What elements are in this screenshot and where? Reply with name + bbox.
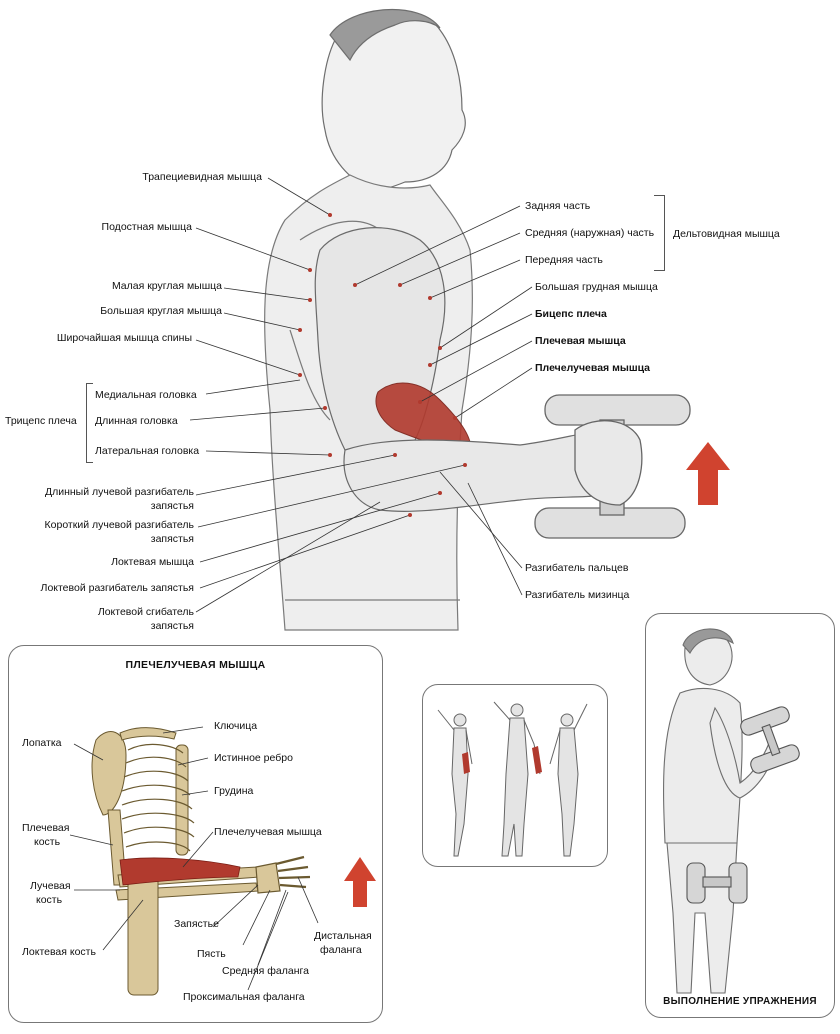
anatomy-label-brachioradialis: Плечелучевая мышца xyxy=(214,826,322,838)
anatomy-label-humerus-2: кость xyxy=(34,836,61,848)
anatomy-label-radius-1: Лучевая xyxy=(30,880,71,892)
anatomy-label-wrist: Запястье xyxy=(174,918,219,930)
anatomy-label-true-rib: Истинное ребро xyxy=(214,752,293,764)
anatomy-label-proximal-phalanx: Проксимальная фаланга xyxy=(183,991,305,1003)
skeleton-illustration xyxy=(69,726,376,996)
label-anconeus: Локтевая мышца xyxy=(111,556,194,568)
anatomy-label-clavicle: Ключица xyxy=(214,720,258,732)
label-teres-major: Большая круглая мышца xyxy=(100,305,222,317)
anatomy-label-radius-2: кость xyxy=(36,894,63,906)
label-deltoid-middle: Средняя (наружная) часть xyxy=(525,227,655,239)
label-deltoid-group: Дельтовидная мышца xyxy=(673,228,780,240)
dumbbell-sketch xyxy=(534,394,691,539)
label-ecrl-1: Длинный лучевой разгибатель xyxy=(44,486,194,498)
label-deltoid-posterior: Задняя часть xyxy=(525,200,591,212)
main-muscle-illustration xyxy=(189,9,730,631)
anatomy-label-distal-phalanx-2: фаланга xyxy=(320,944,362,956)
label-ecrb-2: запястья xyxy=(150,533,194,545)
label-extensor-digiti-minimi: Разгибатель мизинца xyxy=(525,589,630,601)
anatomy-label-metacarpus: Пясть xyxy=(197,948,226,960)
triceps-bracket xyxy=(86,383,93,463)
label-deltoid-anterior: Передняя часть xyxy=(525,254,603,266)
up-arrow-icon xyxy=(686,442,730,505)
label-ecrb-1: Короткий лучевой разгибатель xyxy=(44,519,194,531)
label-lateral-head: Латеральная головка xyxy=(95,445,200,457)
anatomy-panel-title: ПЛЕЧЕЛУЧЕВАЯ МЫШЦА xyxy=(125,659,266,671)
anatomy-label-distal-phalanx-1: Дистальная xyxy=(314,930,372,942)
label-biceps: Бицепс плеча xyxy=(535,308,607,320)
exercise-illustration xyxy=(663,628,800,994)
label-brachioradialis: Плечелучевая мышца xyxy=(535,362,651,374)
anatomy-label-humerus-1: Плечевая xyxy=(22,822,70,834)
label-fcu-1: Локтевой сгибатель xyxy=(97,606,194,618)
label-latissimus: Широчайшая мышца спины xyxy=(56,332,192,344)
label-pectoralis-major: Большая грудная мышца xyxy=(535,281,658,293)
label-trapezius: Трапециевидная мышца xyxy=(142,171,262,183)
leader-lines xyxy=(189,177,533,613)
anatomy-label-sternum: Грудина xyxy=(214,785,254,797)
label-brachialis: Плечевая мышца xyxy=(535,335,626,347)
anatomy-label-scapula: Лопатка xyxy=(22,737,62,749)
label-medial-head: Медиальная головка xyxy=(95,389,197,401)
label-long-head: Длинная головка xyxy=(95,415,178,427)
exercise-caption: ВЫПОЛНЕНИЕ УПРАЖНЕНИЯ xyxy=(663,996,817,1007)
label-infraspinatus: Подостная мышца xyxy=(101,221,192,233)
muscle-figures-illustration xyxy=(437,701,588,857)
label-fcu-2: запястья xyxy=(150,620,194,632)
muscle-markers xyxy=(298,213,467,517)
label-teres-minor: Малая круглая мышца xyxy=(111,280,222,292)
anatomy-label-ulna: Локтевая кость xyxy=(22,946,96,958)
label-triceps-group: Трицепс плеча xyxy=(5,415,77,427)
label-extensor-digitorum: Разгибатель пальцев xyxy=(525,562,629,574)
anatomy-up-arrow-icon xyxy=(344,857,376,907)
anatomy-brachioradialis xyxy=(119,857,241,886)
anatomy-label-middle-phalanx: Средняя фаланга xyxy=(222,965,309,977)
label-ecrl-2: запястья xyxy=(150,500,194,512)
anatomy-panel: ПЛЕЧЕЛУЧЕВАЯ МЫШЦА xyxy=(8,645,383,1023)
head-sketch xyxy=(321,9,466,191)
label-ecu: Локтевой разгибатель запястья xyxy=(40,582,194,594)
deltoid-bracket xyxy=(654,195,665,271)
